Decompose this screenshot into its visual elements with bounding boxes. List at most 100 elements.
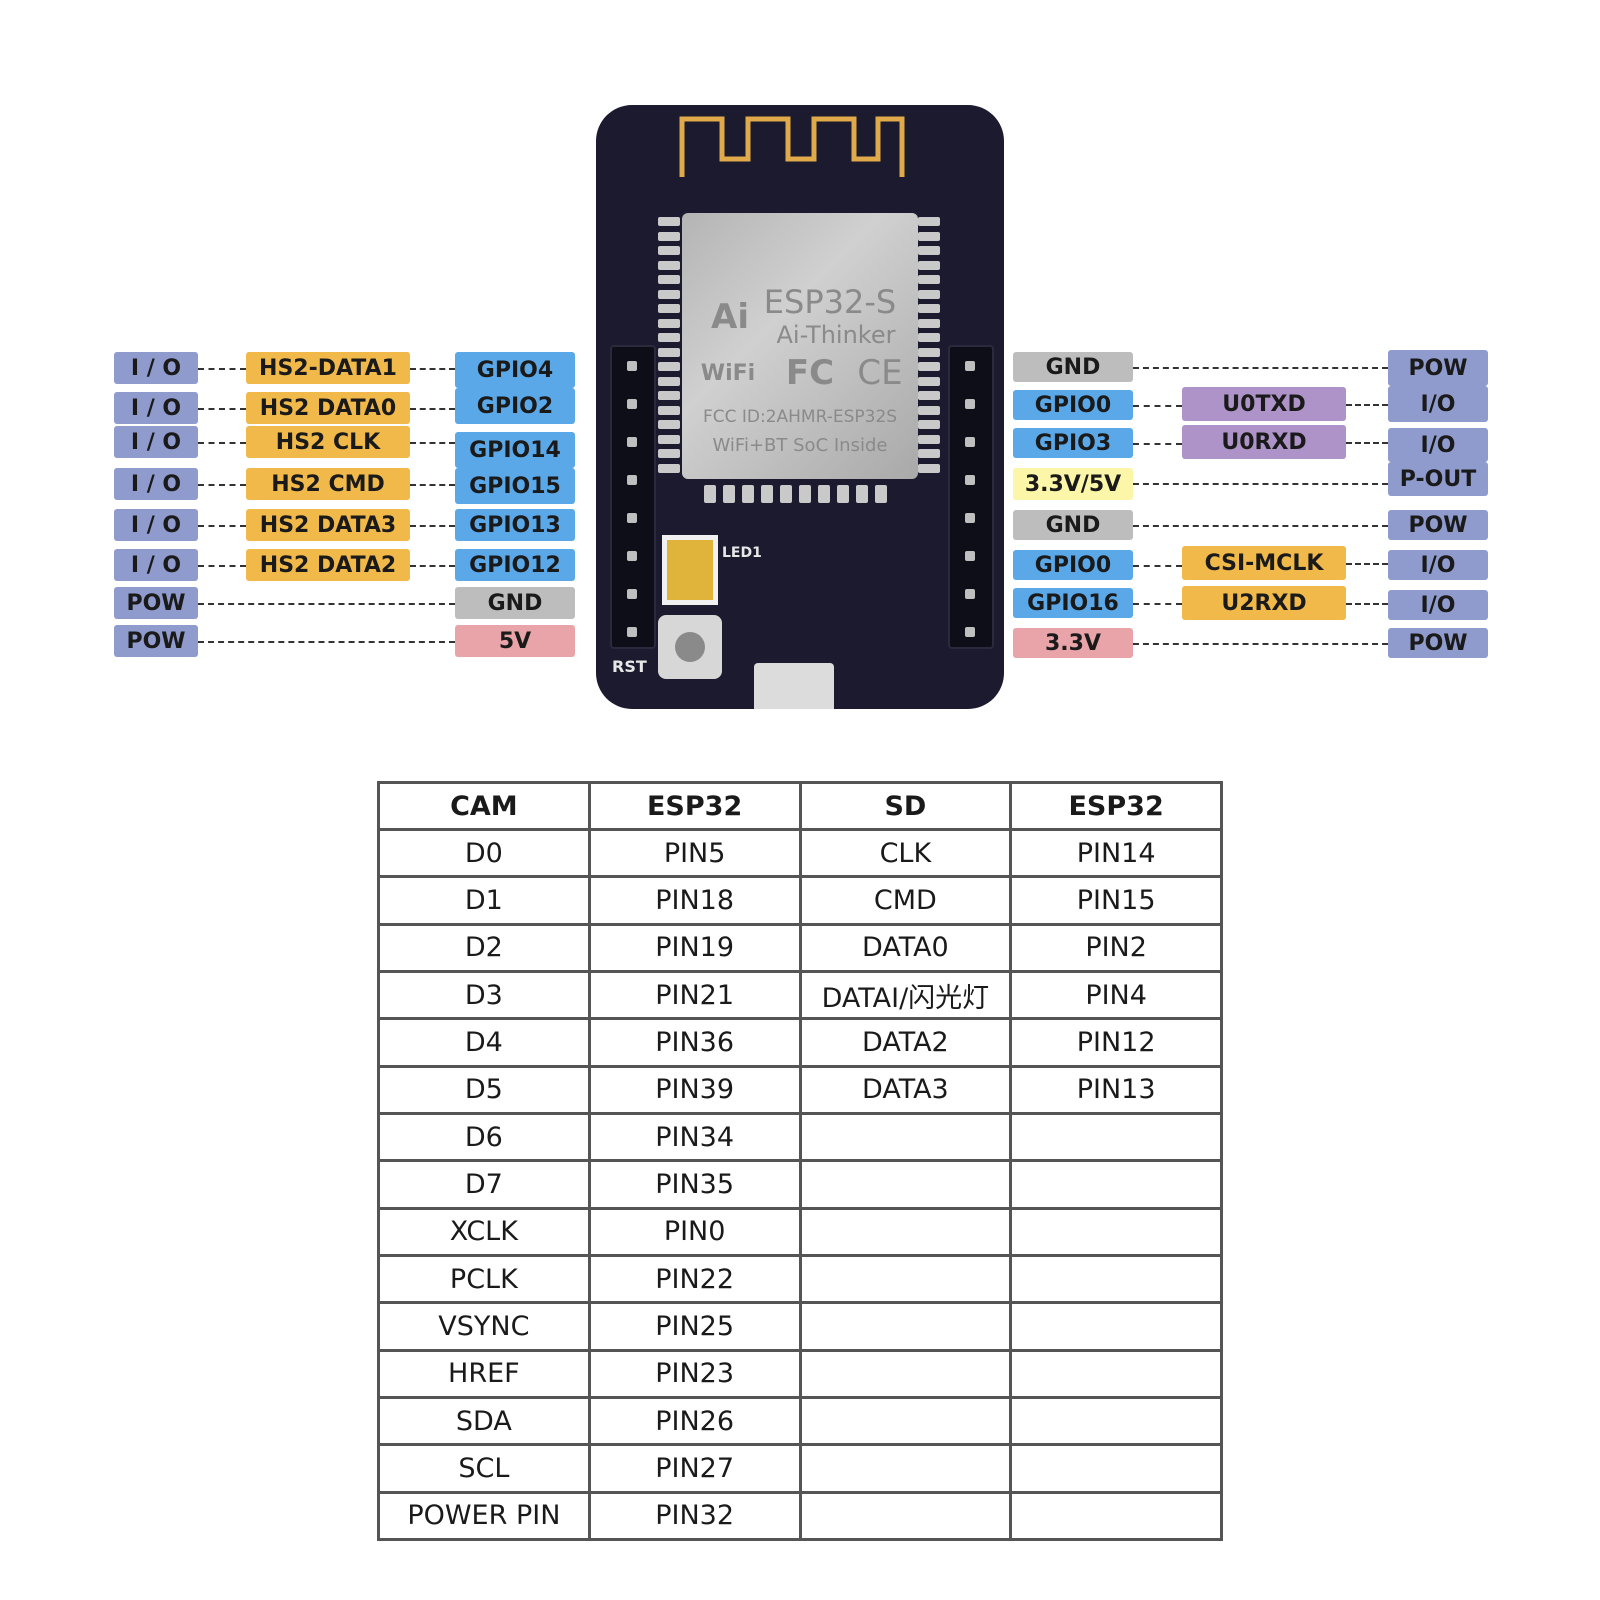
leader-line	[1346, 442, 1388, 444]
pin-label-l-gpio4: GPIO4	[455, 352, 575, 388]
module-pad	[918, 434, 940, 444]
leader-line	[198, 603, 455, 605]
table-cell: D1	[377, 875, 591, 926]
table-cell: PIN21	[587, 969, 802, 1021]
table-cell	[1009, 1111, 1223, 1163]
table-cell: D6	[377, 1111, 591, 1163]
pin-label-r-gpio16: GPIO16	[1013, 588, 1133, 618]
pin-label-r-pout: P-OUT	[1388, 462, 1488, 496]
table-cell: DATA0	[798, 922, 1013, 973]
table-cell: DATAI/闪光灯	[798, 969, 1013, 1021]
wifi-logo: WiFi	[700, 361, 756, 386]
leader-line	[198, 565, 246, 567]
table-cell: PIN5	[587, 827, 802, 879]
pin-label-r-u0rxd: U0RXD	[1182, 425, 1346, 459]
leader-line	[198, 408, 246, 410]
table-cell	[798, 1206, 1013, 1257]
module-pad	[658, 231, 680, 241]
module-pad	[918, 449, 940, 458]
pin-label-l-hs2-data0: HS2 DATA0	[246, 392, 410, 424]
pin-label-r-pow-3: POW	[1388, 628, 1488, 658]
module-pad	[918, 463, 940, 473]
table-cell: SCL	[377, 1443, 591, 1494]
header-pin	[965, 361, 975, 371]
leader-line	[410, 408, 455, 410]
table-cell: PIN19	[587, 922, 802, 973]
header-pin	[965, 475, 975, 485]
header-pin	[965, 437, 975, 447]
leader-line	[1346, 603, 1388, 605]
table-cell: PIN13	[1009, 1064, 1223, 1115]
pin-label-r-pow-2: POW	[1388, 510, 1488, 540]
table-cell: VSYNC	[377, 1301, 591, 1352]
module-pad	[761, 485, 773, 503]
module-pad	[799, 485, 811, 503]
pin-label-r-u0txd: U0TXD	[1182, 387, 1346, 421]
pin-label-l-pow-2: POW	[114, 625, 198, 657]
module-pad	[918, 231, 940, 241]
table-cell	[798, 1348, 1013, 1399]
pin-label-r-io-2: I/O	[1388, 428, 1488, 462]
table-cell	[798, 1301, 1013, 1352]
reset-button[interactable]	[658, 615, 722, 679]
table-cell: PIN39	[587, 1064, 802, 1115]
table-cell	[1009, 1159, 1223, 1210]
table-cell: PIN34	[587, 1111, 802, 1163]
chip-desc: WiFi+BT SoC Inside	[712, 435, 888, 456]
led-label: LED1	[722, 545, 762, 561]
header-pin	[965, 627, 975, 637]
module-pad	[837, 485, 849, 503]
chip-brand: Ai-Thinker	[776, 321, 896, 349]
table-cell	[798, 1490, 1013, 1542]
table-cell	[798, 1111, 1013, 1163]
module-pad	[658, 333, 680, 342]
table-cell	[1009, 1301, 1223, 1352]
table-cell	[1009, 1206, 1223, 1257]
pin-label-l-io-5: I / O	[114, 509, 198, 541]
esp32-cam-board: Ai ESP32-S Ai-Thinker WiFi FC CE FCC ID:…	[596, 105, 1004, 709]
table-cell: PIN25	[587, 1301, 802, 1352]
module-pad	[658, 260, 680, 270]
module-pad	[704, 485, 716, 503]
module-pad	[658, 391, 680, 400]
module-pad	[918, 420, 940, 429]
leader-line	[410, 565, 455, 567]
pin-label-r-gpio0-1: GPIO0	[1013, 390, 1133, 420]
module-pad	[918, 405, 940, 415]
table-cell	[1009, 1490, 1223, 1542]
header-pin	[627, 399, 637, 409]
module-pad	[918, 362, 940, 371]
module-pad	[658, 463, 680, 473]
table-cell	[798, 1395, 1013, 1447]
pin-label-l-gpio14: GPIO14	[455, 432, 575, 468]
leader-line	[198, 368, 246, 370]
col-header-esp32-sd: ESP32	[1009, 781, 1223, 831]
pin-label-l-io-2: I / O	[114, 392, 198, 424]
leader-line	[198, 641, 455, 643]
esp32-s-module: Ai ESP32-S Ai-Thinker WiFi FC CE FCC ID:…	[682, 213, 918, 479]
table-cell: D7	[377, 1159, 591, 1210]
table-cell: PIN12	[1009, 1017, 1223, 1068]
module-pad	[780, 485, 792, 503]
camera-connector	[754, 663, 834, 709]
module-pad	[918, 318, 940, 328]
table-cell: XCLK	[377, 1206, 591, 1257]
leader-line	[1346, 404, 1388, 406]
pin-label-r-csi-mclk: CSI-MCLK	[1182, 546, 1346, 580]
module-pad	[918, 391, 940, 400]
pin-label-l-gpio2: GPIO2	[455, 388, 575, 424]
module-pad	[658, 362, 680, 371]
pin-label-l-gnd: GND	[455, 587, 575, 619]
table-cell: PIN32	[587, 1490, 802, 1542]
leader-line	[198, 442, 246, 444]
table-cell: PIN35	[587, 1159, 802, 1210]
col-header-esp32: ESP32	[587, 781, 802, 831]
module-pad	[918, 289, 940, 299]
header-pin	[965, 513, 975, 523]
module-pad	[723, 485, 735, 503]
